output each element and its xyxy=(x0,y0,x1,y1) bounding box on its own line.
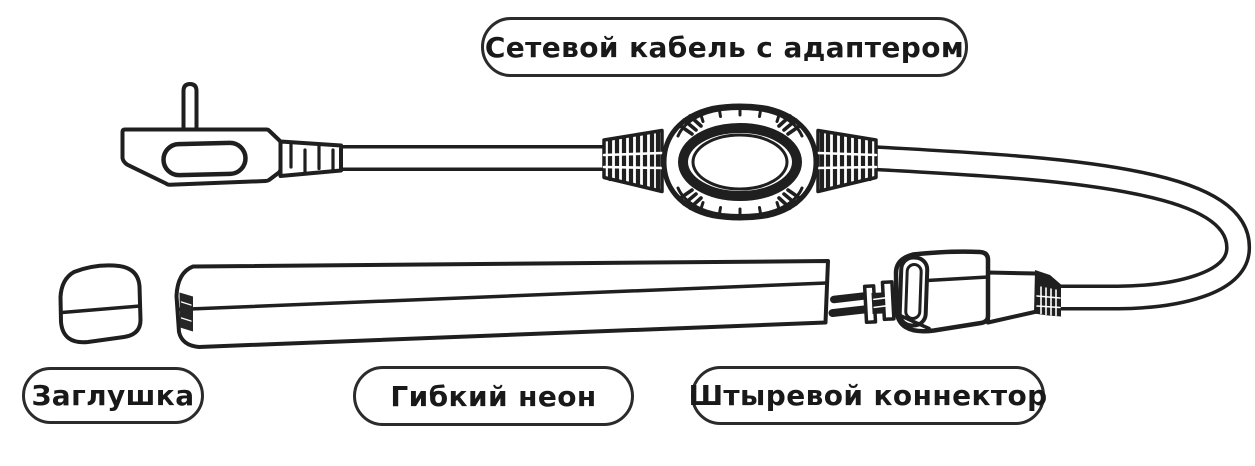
label-power-cable-text: Сетевой кабель с адаптером xyxy=(484,30,965,64)
label-flexible-neon: Гибкий неон xyxy=(353,366,634,426)
label-end-cap-text: Заглушка xyxy=(31,379,195,412)
pin-connector-drawing xyxy=(828,280,901,325)
label-power-cable-with-adapter: Сетевой кабель с адаптером xyxy=(481,17,968,77)
end-cap-drawing xyxy=(58,263,143,345)
adapter-drawing xyxy=(602,103,878,221)
label-pin-connector: Штыревой коннектор xyxy=(688,366,1048,425)
socket-connector-drawing xyxy=(893,249,1061,334)
neon-strip-drawing xyxy=(174,259,830,349)
label-end-cap: Заглушка xyxy=(22,367,204,424)
power-plug-drawing xyxy=(120,82,343,187)
power-cable-loop-drawing xyxy=(871,145,1252,311)
label-pin-connector-text: Штыревой коннектор xyxy=(688,379,1048,412)
label-flexible-neon-text: Гибкий неон xyxy=(390,379,597,413)
